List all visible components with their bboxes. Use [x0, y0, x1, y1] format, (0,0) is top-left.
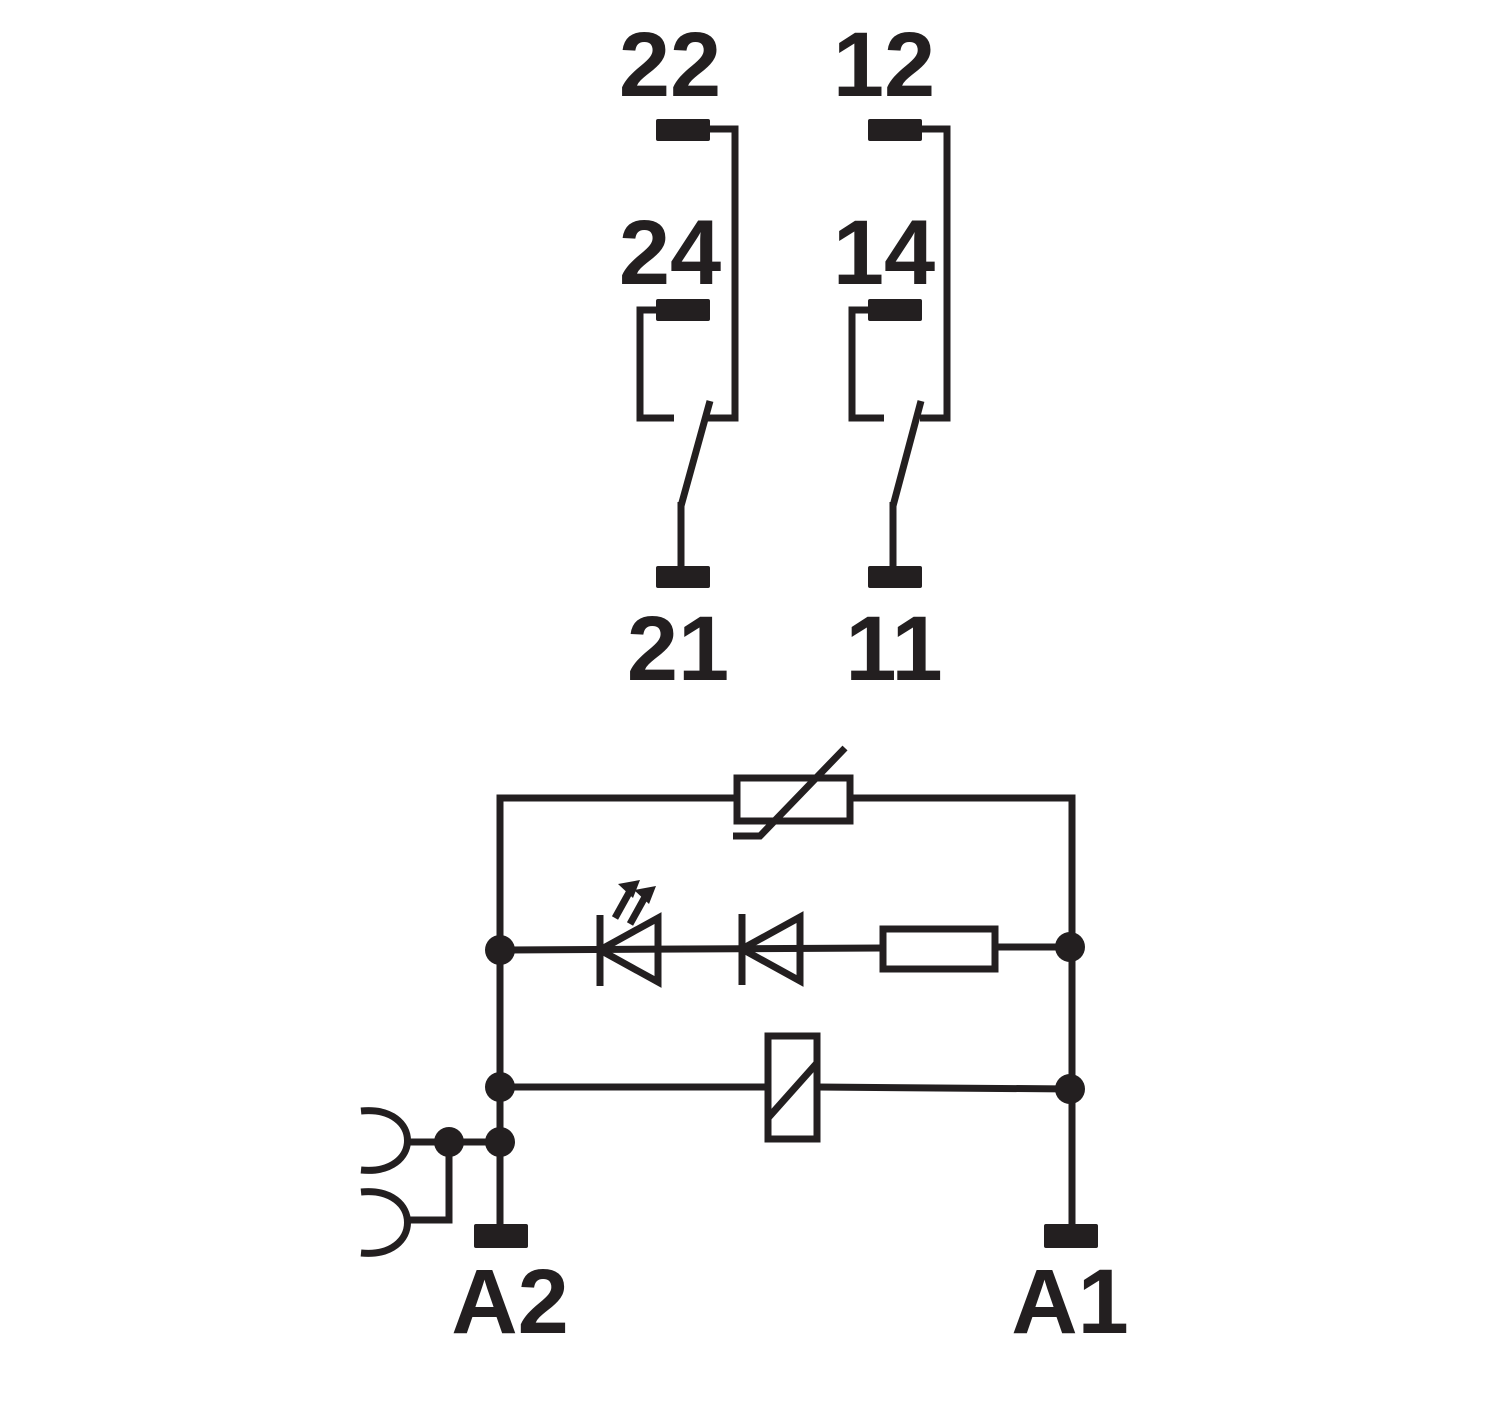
indicator-branch-wire — [499, 944, 884, 954]
junction-dot — [1055, 932, 1085, 962]
changeover-contact-icon — [848, 125, 951, 570]
terminal-label-11: 11 — [845, 598, 942, 700]
junction-dot — [485, 1072, 515, 1102]
terminal-14 — [868, 299, 922, 321]
terminal-label-A1: A1 — [1011, 1251, 1129, 1353]
resistor-icon — [879, 925, 999, 973]
bridge-connector-icon — [360, 1107, 500, 1257]
changeover-contact-icon — [636, 125, 739, 570]
terminal-label-14: 14 — [833, 202, 935, 304]
left-rail — [496, 794, 737, 1228]
terminal-A1 — [1044, 1224, 1098, 1248]
terminal-22 — [656, 119, 710, 141]
varistor-icon — [733, 745, 854, 840]
junction-dot — [485, 935, 515, 965]
led-icon — [592, 880, 662, 988]
relay-coil-icon — [764, 1032, 821, 1143]
terminal-12 — [868, 119, 922, 141]
contact-set-1: 12 14 11 — [833, 14, 951, 700]
right-rail — [850, 794, 1076, 1228]
diode-icon — [734, 911, 804, 987]
terminal-A2 — [474, 1224, 528, 1248]
terminal-21 — [656, 566, 710, 588]
terminal-label-A2: A2 — [451, 1251, 569, 1353]
terminal-label-24: 24 — [619, 202, 721, 304]
terminal-label-12: 12 — [833, 14, 935, 116]
junction-dot — [1055, 1074, 1085, 1104]
terminal-label-22: 22 — [619, 14, 721, 116]
terminal-11 — [868, 566, 922, 588]
contact-set-2: 22 24 21 — [619, 14, 739, 700]
coil-circuit: A2 A1 — [360, 745, 1129, 1353]
terminal-24 — [656, 299, 710, 321]
terminal-label-21: 21 — [627, 598, 729, 700]
